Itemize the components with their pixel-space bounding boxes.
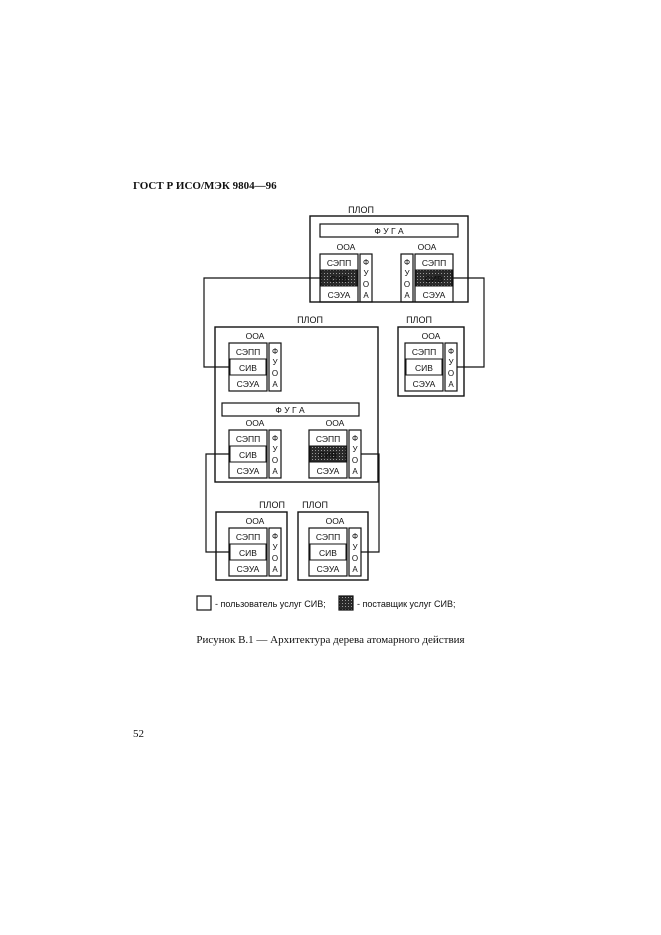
root-ooa-right-fuoa-letter: О [404,280,410,289]
mid-ooa-right-fuoa-letter: Ф [352,434,358,443]
right-leaf-ooa-fuoa-letter: А [448,380,454,389]
plop-bl-label: ПЛОП [259,500,285,510]
plop-mid-frame [214,326,379,483]
root-ooa-left-siv-label: СИВ [330,274,348,284]
right-leaf-ooa-stack-frame [404,342,444,392]
root-ooa-left-ooa-label: ООА [337,242,356,252]
root-ooa-left-fuoa-letter: А [363,291,369,300]
mid-ooa-right-fuoa-letter: У [352,445,358,454]
mid-ooa-top-fuoa-letter: А [272,380,278,389]
mid-ooa-top-sepp-cell: СЭПП [236,347,260,357]
plop-root-frame [309,215,469,303]
legend-provider-label: - поставщик услуг СИВ; [357,599,455,609]
right-leaf-ooa-ooa-label: ООА [422,331,441,341]
bl-leaf-ooa-fuoa-letter: Ф [272,532,278,541]
bl-leaf-ooa-fuoa-letter: О [272,554,278,563]
root-ooa-left-fuoa-letter: О [363,280,369,289]
right-leaf-ooa-fuoa-letter: Ф [448,347,454,356]
connector-root-to-mid [203,277,320,368]
legend-provider-swatch [338,595,354,611]
mid-ooa-left-fuoa-letter: А [272,467,278,476]
root-ooa-right-siv-label: СИВ [425,274,443,284]
mid-ooa-right-siv-label: СИВ [319,450,337,460]
br-leaf-ooa-sepp-cell: СЭПП [316,532,340,542]
plop-bl-frame [215,511,288,581]
root-ooa-right-sepp-cell: СЭПП [422,258,446,268]
br-leaf-ooa-seua-cell: СЭУА [317,564,340,574]
page-number: 52 [133,728,144,740]
root-ooa-right-ooa-label: ООА [418,242,437,252]
plop-root-fuga-label: Ф У Г А [374,226,404,236]
bl-leaf-ooa-ooa-label: ООА [246,516,265,526]
mid-ooa-right-stack-frame [308,429,348,479]
root-ooa-right-seua-cell: СЭУА [423,290,446,300]
bl-leaf-ooa-fuoa-letter: У [272,543,278,552]
br-leaf-ooa-fuoa-letter: О [352,554,358,563]
root-ooa-right-fuoa-letter: У [404,269,410,278]
root-ooa-left-seua-cell: СЭУА [328,290,351,300]
bl-leaf-ooa-fuoa-letter: А [272,565,278,574]
root-ooa-right-fuoa-letter: Ф [404,258,410,267]
document-header: ГОСТ Р ИСО/МЭК 9804—96 [133,180,277,192]
br-leaf-ooa-ooa-label: ООА [326,516,345,526]
bl-leaf-ooa-siv-label: СИВ [239,548,257,558]
plop-br-label: ПЛОП [302,500,328,510]
mid-ooa-left-ooa-label: ООА [246,418,265,428]
root-ooa-left-fuoa-letter: У [363,269,369,278]
br-leaf-ooa-fuoa-letter: У [352,543,358,552]
plop-br-frame [297,511,369,581]
mid-ooa-right-seua-cell: СЭУА [317,466,340,476]
mid-ooa-top-siv-label: СИВ [239,363,257,373]
root-ooa-right-fuoa-column [400,253,414,303]
mid-ooa-right-fuoa-letter: А [352,467,358,476]
legend-user-label: - пользователь услуг СИВ; [215,599,326,609]
root-ooa-left-fuoa-letter: Ф [363,258,369,267]
mid-ooa-left-sepp-cell: СЭПП [236,434,260,444]
mid-ooa-left-siv-label: СИВ [239,450,257,460]
figure-caption: Рисунок В.1 — Архитектура дерева атомарн… [196,634,465,646]
br-leaf-ooa-fuoa-letter: А [352,565,358,574]
br-leaf-ooa-siv-label: СИВ [319,548,337,558]
mid-ooa-top-fuoa-letter: Ф [272,347,278,356]
plop-mid-label: ПЛОП [297,315,323,325]
plop-right-frame [397,326,465,397]
mid-ooa-left-fuoa-letter: Ф [272,434,278,443]
mid-ooa-right-sepp-cell: СЭПП [316,434,340,444]
mid-ooa-left-fuoa-letter: О [272,456,278,465]
bl-leaf-ooa-sepp-cell: СЭПП [236,532,260,542]
bl-leaf-ooa-fuoa-column [268,527,282,577]
root-ooa-left-fuoa-column [359,253,373,303]
plop-right-label: ПЛОП [406,315,432,325]
br-leaf-ooa-stack-frame [308,527,348,577]
plop-root-fuga-bar [319,223,459,238]
mid-ooa-right-ooa-label: ООА [326,418,345,428]
mid-ooa-right-fuoa-letter: О [352,456,358,465]
plop-mid-fuga-label: Ф У Г А [275,405,305,415]
mid-ooa-top-seua-cell: СЭУА [237,379,260,389]
mid-ooa-top-fuoa-column [268,342,282,392]
right-leaf-ooa-seua-cell: СЭУА [413,379,436,389]
root-ooa-left-sepp-cell: СЭПП [327,258,351,268]
bl-leaf-ooa-seua-cell: СЭУА [237,564,260,574]
mid-ooa-top-fuoa-letter: О [272,369,278,378]
connector-mid-to-bl [205,453,229,553]
mid-ooa-top-fuoa-letter: У [272,358,278,367]
plop-mid-fuga-bar [221,402,360,417]
plop-root-label: ПЛОП [348,205,374,215]
right-leaf-ooa-fuoa-letter: О [448,369,454,378]
mid-ooa-left-fuoa-column [268,429,282,479]
legend-user-swatch [196,595,212,611]
connector-root-to-right [453,277,485,368]
mid-ooa-left-fuoa-letter: У [272,445,278,454]
mid-ooa-top-ooa-label: ООА [246,331,265,341]
right-leaf-ooa-siv-label: СИВ [415,363,433,373]
root-ooa-right-fuoa-letter: А [404,291,410,300]
right-leaf-ooa-fuoa-letter: У [448,358,454,367]
right-leaf-ooa-sepp-cell: СЭПП [412,347,436,357]
mid-ooa-left-seua-cell: СЭУА [237,466,260,476]
br-leaf-ooa-fuoa-letter: Ф [352,532,358,541]
connector-mid-to-br [361,453,380,553]
